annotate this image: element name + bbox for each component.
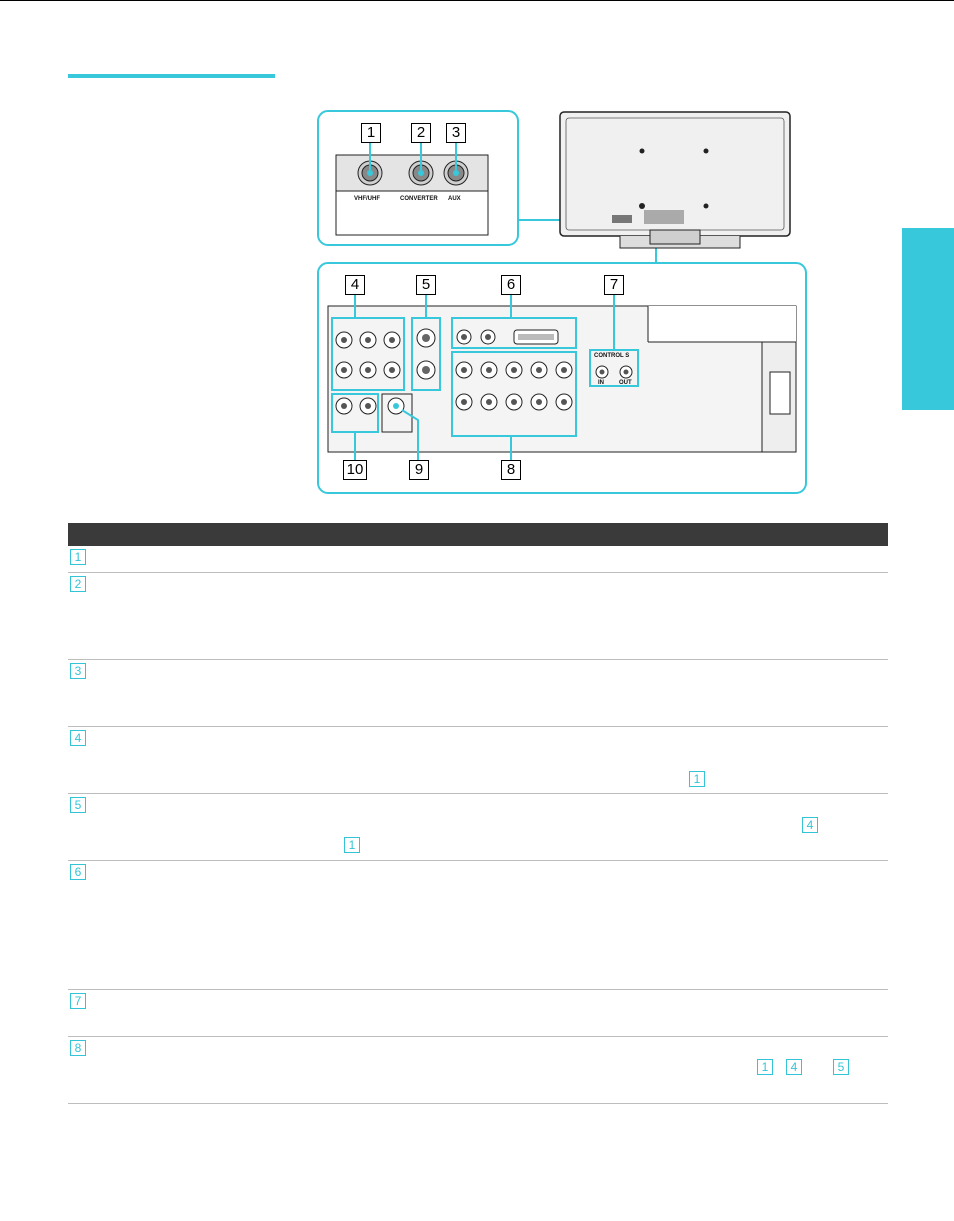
row-number-badge: 2 bbox=[70, 576, 86, 592]
control-s-jacks bbox=[589, 349, 639, 387]
aux-connector bbox=[443, 160, 469, 186]
component-video-jacks bbox=[331, 317, 405, 391]
callout-6: 6 bbox=[501, 275, 521, 295]
connector-description-table: 1 2 3 4 5 6 7 8 bbox=[68, 523, 888, 1104]
page-top-rule bbox=[0, 0, 954, 1]
callout-10: 10 bbox=[343, 460, 367, 480]
aux-label: AUX bbox=[448, 196, 461, 202]
table-row: 7 bbox=[68, 989, 888, 1037]
row-8-ref-1: 1 bbox=[757, 1059, 773, 1075]
table-row: 6 bbox=[68, 860, 888, 990]
control-s-in-label: IN bbox=[598, 380, 604, 386]
row-4-ref-1: 1 bbox=[689, 771, 705, 787]
row-number-badge: 5 bbox=[70, 797, 86, 813]
vhf-uhf-label: VHF/UHF bbox=[354, 196, 380, 202]
rear-inputs-inset-frame bbox=[317, 262, 807, 494]
callout-7: 7 bbox=[604, 275, 624, 295]
optical-or-aux-jack bbox=[381, 393, 419, 460]
hdmi-dvi-input bbox=[451, 317, 577, 349]
row-8-ref-5: 5 bbox=[833, 1059, 849, 1075]
row-number-badge: 4 bbox=[70, 730, 86, 746]
converter-label: CONVERTER bbox=[400, 196, 438, 202]
row-8-ref-4: 4 bbox=[786, 1059, 802, 1075]
row-number-badge: 7 bbox=[70, 993, 86, 1009]
audio-out-jacks bbox=[331, 393, 379, 433]
chapter-side-tab bbox=[902, 228, 954, 410]
tv-rear-view bbox=[559, 111, 791, 249]
table-row: 8 bbox=[68, 1036, 888, 1104]
control-s-out-label: OUT bbox=[619, 380, 632, 386]
table-row: 2 bbox=[68, 572, 888, 660]
row-5-ref-1: 1 bbox=[344, 837, 360, 853]
row-5-ref-4: 4 bbox=[802, 817, 818, 833]
callout-1: 1 bbox=[361, 123, 381, 143]
table-row: 3 bbox=[68, 659, 888, 727]
callout-9: 9 bbox=[409, 460, 429, 480]
callout-3: 3 bbox=[446, 123, 466, 143]
control-s-label: CONTROL S bbox=[594, 353, 630, 359]
rear-panel-diagram bbox=[317, 110, 807, 494]
row-number-badge: 1 bbox=[70, 549, 86, 565]
row-number-badge: 3 bbox=[70, 663, 86, 679]
table-row: 1 bbox=[68, 546, 888, 573]
row-number-badge: 8 bbox=[70, 1040, 86, 1056]
table-row: 4 bbox=[68, 726, 888, 794]
callout-2: 2 bbox=[411, 123, 431, 143]
av-input-jacks bbox=[451, 351, 577, 437]
converter-connector bbox=[408, 160, 434, 186]
section-header-accent-bar bbox=[68, 74, 275, 78]
callout-8: 8 bbox=[501, 460, 521, 480]
callout-4: 4 bbox=[345, 275, 365, 295]
table-header-row bbox=[68, 523, 888, 546]
callout-5: 5 bbox=[416, 275, 436, 295]
row-number-badge: 6 bbox=[70, 864, 86, 880]
antenna-panel bbox=[335, 143, 489, 236]
table-row: 5 bbox=[68, 793, 888, 861]
antenna-inset-frame bbox=[317, 110, 519, 246]
rear-input-panel bbox=[327, 305, 797, 453]
